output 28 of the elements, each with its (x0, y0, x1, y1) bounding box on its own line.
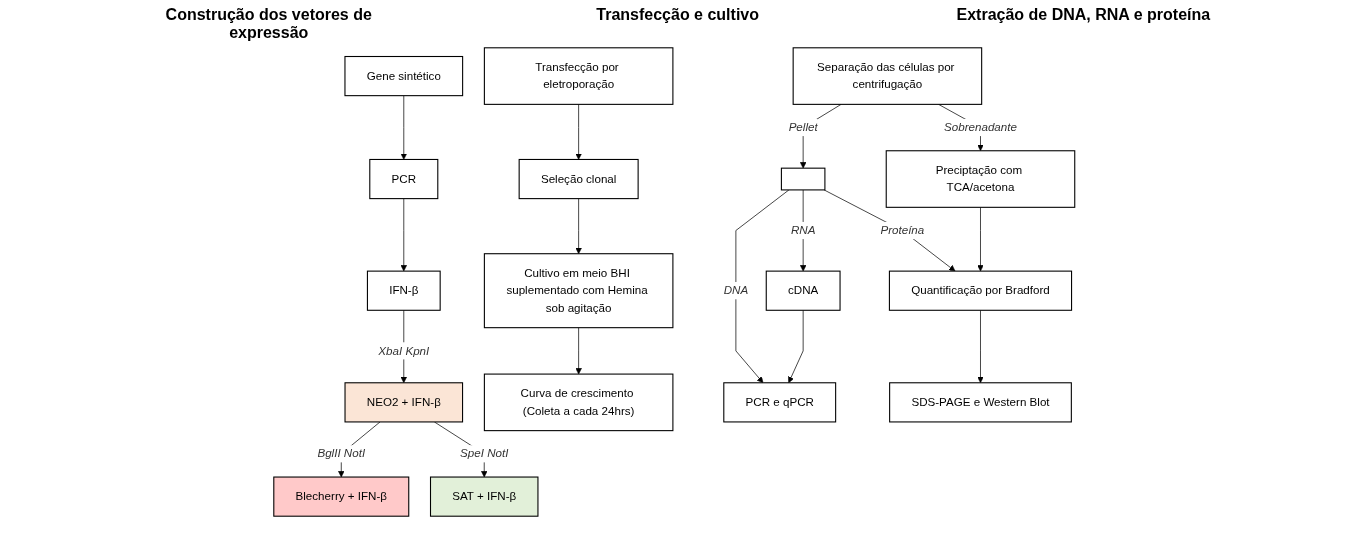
node-box: NEO2 + IFN-β (344, 382, 464, 423)
node-box: SDS-PAGE e Western Blot (889, 382, 1073, 423)
edge-label: Sobrenadante (944, 121, 1018, 134)
node-box: Preciptação com TCA/acetona (885, 150, 1076, 208)
node-box (781, 167, 826, 191)
node-box: SAT + IFN-β (430, 476, 539, 517)
node-box: Quantificação por Bradford (889, 270, 1073, 311)
edge-label: BglII NotI (317, 447, 366, 460)
node-box: Seleção clonal (518, 158, 639, 200)
section-heading: Construção dos vetores de expressão (164, 6, 373, 42)
node-box: Transfecção por eletroporação (484, 47, 674, 105)
edge-label: XbaI KpnI (378, 344, 430, 357)
node-box: Gene sintético (344, 55, 464, 97)
node-box: Cultivo em meio BHI suplementado com Hemina sob agitação (484, 253, 674, 329)
node-box: cDNA (765, 270, 841, 311)
edge-label: DNA (723, 284, 749, 297)
node-box: Blecherry + IFN-β (273, 476, 410, 517)
node-box: Separação das células por centrifugação (792, 47, 983, 105)
node-box: Curva de crescimento (Coleta a cada 24hrs) (484, 373, 674, 432)
edge-label: SpeI NotI (460, 447, 509, 460)
edge-label: Pellet (788, 121, 818, 134)
node-box: PCR (369, 158, 439, 200)
node-box: IFN-β (367, 270, 441, 311)
edge-label: RNA (791, 223, 816, 237)
node-box: PCR e qPCR (723, 382, 837, 423)
edge-label: Proteína (880, 223, 925, 237)
section-heading: Extração de DNA, RNA e proteína (956, 6, 1211, 25)
section-heading: Transfecção e cultivo (596, 6, 759, 25)
